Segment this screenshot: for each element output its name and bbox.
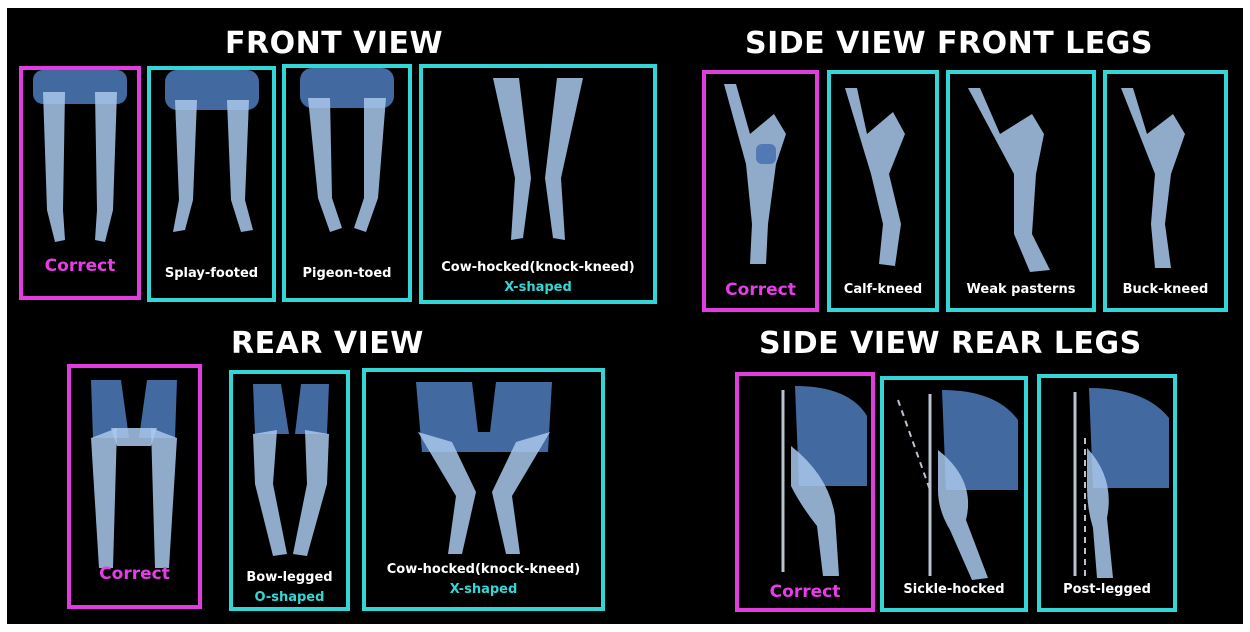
- front-correct-label: Correct: [23, 256, 137, 276]
- side-rear-correct-label: Correct: [739, 582, 871, 602]
- side-rear-post-legged-leg: [1041, 378, 1173, 608]
- front-splay-footed-panel: Splay-footed: [147, 66, 276, 302]
- rear-correct-panel: Correct: [67, 364, 202, 609]
- side-front-weak-pasterns-panel: Weak pasterns: [946, 70, 1096, 312]
- rear-correct-label: Correct: [71, 564, 198, 584]
- side-rear-correct-leg: [739, 376, 871, 608]
- side-front-correct-label: Correct: [706, 280, 815, 300]
- front-splay-footed-label: Splay-footed: [151, 266, 272, 281]
- side-front-weak-pasterns-leg: [950, 74, 1092, 308]
- side-front-heading: SIDE VIEW FRONT LEGS: [745, 26, 1153, 61]
- side-front-calf-kneed-label: Calf-kneed: [831, 282, 935, 297]
- front-correct-panel: Correct: [19, 66, 141, 300]
- side-front-weak-pasterns-label: Weak pasterns: [950, 282, 1092, 297]
- rear-cow-hocked-label: Cow-hocked(knock-kneed): [366, 562, 601, 577]
- side-front-correct-leg: [706, 74, 815, 308]
- side-front-buck-kneed-panel: Buck-kneed: [1103, 70, 1228, 312]
- side-rear-correct-panel: Correct: [735, 372, 875, 612]
- side-front-buck-kneed-label: Buck-kneed: [1107, 282, 1224, 297]
- front-cow-hocked-sublabel: X-shaped: [423, 280, 653, 295]
- rear-bow-legged-sublabel: O-shaped: [233, 590, 346, 605]
- rear-bow-legged-label: Bow-legged: [233, 570, 346, 585]
- rear-cow-hocked-sublabel: X-shaped: [366, 582, 601, 597]
- side-rear-post-legged-label: Post-legged: [1041, 582, 1173, 597]
- front-pigeon-toed-legs: [286, 68, 408, 298]
- side-rear-sickle-hocked-leg: [884, 380, 1024, 608]
- front-pigeon-toed-panel: Pigeon-toed: [282, 64, 412, 302]
- side-front-calf-kneed-panel: Calf-kneed: [827, 70, 939, 312]
- side-front-buck-kneed-leg: [1107, 74, 1224, 308]
- side-rear-heading: SIDE VIEW REAR LEGS: [759, 326, 1142, 361]
- rear-view-heading: REAR VIEW: [231, 326, 424, 361]
- rear-bow-legged-panel: Bow-legged O-shaped: [229, 370, 350, 611]
- diagram-canvas: FRONT VIEW Correct Splay-footed Pigeon-t…: [7, 8, 1243, 624]
- front-view-heading: FRONT VIEW: [225, 26, 443, 61]
- side-front-correct-panel: Correct: [702, 70, 819, 312]
- side-rear-sickle-hocked-panel: Sickle-hocked: [880, 376, 1028, 612]
- front-splay-footed-legs: [151, 70, 272, 298]
- side-rear-sickle-hocked-label: Sickle-hocked: [884, 582, 1024, 597]
- front-pigeon-toed-label: Pigeon-toed: [286, 266, 408, 281]
- front-cow-hocked-panel: Cow-hocked(knock-kneed) X-shaped: [419, 64, 657, 304]
- rear-cow-hocked-panel: Cow-hocked(knock-kneed) X-shaped: [362, 368, 605, 611]
- front-cow-hocked-label: Cow-hocked(knock-kneed): [423, 260, 653, 275]
- side-front-calf-kneed-leg: [831, 74, 935, 308]
- side-rear-post-legged-panel: Post-legged: [1037, 374, 1177, 612]
